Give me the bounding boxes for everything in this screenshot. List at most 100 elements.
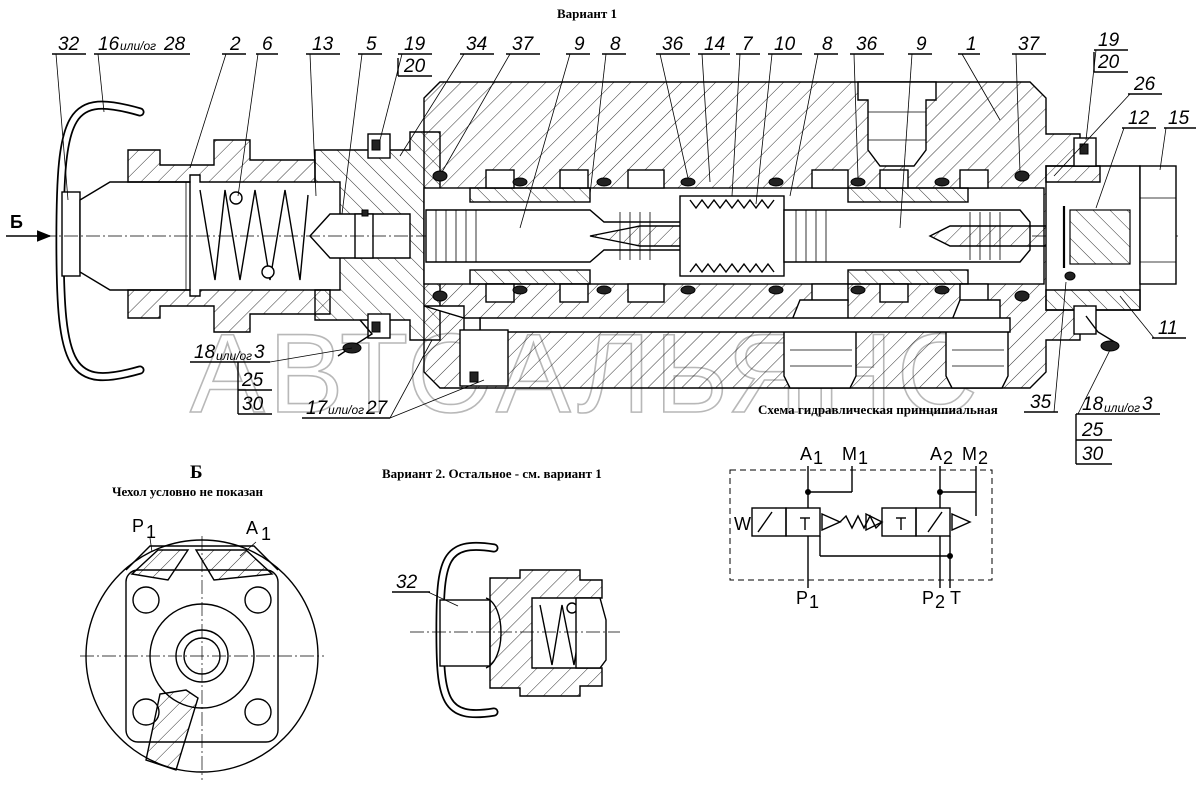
callout-30-left: 30 bbox=[242, 394, 264, 415]
housing-2-bottom bbox=[127, 289, 331, 333]
cap-32 bbox=[61, 191, 81, 277]
view-b-port-p1: P bbox=[132, 516, 144, 536]
callout-10: 10 bbox=[774, 34, 796, 55]
callout-6: 6 bbox=[262, 34, 273, 55]
top-port-boss bbox=[857, 81, 937, 167]
callout-8-right: 8 bbox=[822, 34, 833, 55]
port-a2: A bbox=[930, 444, 942, 464]
svg-text:2: 2 bbox=[978, 448, 988, 468]
callout-9-right: 9 bbox=[916, 34, 927, 55]
svg-text:2: 2 bbox=[943, 448, 953, 468]
port-p2: P bbox=[922, 588, 934, 608]
valve-1-box-b bbox=[785, 507, 821, 537]
sleeve-8-right bbox=[847, 187, 969, 203]
callout-11: 11 bbox=[1158, 318, 1178, 339]
callout-28: 28 bbox=[163, 34, 186, 55]
view-b-seal-wire bbox=[145, 689, 199, 771]
right-callout-stack: 18 или/ог 3 25 30 bbox=[1075, 349, 1160, 465]
callout-18-left: 18 bbox=[194, 342, 216, 363]
svg-text:1: 1 bbox=[146, 522, 156, 542]
main-section-view: Б bbox=[6, 81, 1180, 389]
callout-3-right: 3 bbox=[1142, 394, 1153, 415]
callout-2: 2 bbox=[229, 34, 241, 55]
view-b-flange bbox=[125, 569, 279, 743]
callout-7: 7 bbox=[742, 34, 754, 55]
callout-17: 17 bbox=[306, 398, 329, 419]
valve-2-box-b bbox=[915, 507, 951, 537]
variant2-cap-32 bbox=[439, 599, 491, 667]
variant-2-view: 32 bbox=[392, 541, 620, 719]
callout-32: 32 bbox=[58, 34, 80, 55]
svg-text:1: 1 bbox=[809, 592, 819, 612]
callout-36-left: 36 bbox=[662, 34, 684, 55]
spring-12 bbox=[1069, 209, 1131, 265]
callout-37-right: 37 bbox=[1018, 34, 1041, 55]
valve-1-box-a bbox=[751, 507, 787, 537]
callout-25-left: 25 bbox=[241, 370, 264, 391]
callout-12: 12 bbox=[1128, 108, 1150, 129]
plug-15 bbox=[1139, 165, 1177, 285]
callout-36-right: 36 bbox=[856, 34, 878, 55]
schematic-spring bbox=[839, 514, 883, 530]
port-a1: A bbox=[800, 444, 812, 464]
hydraulic-schematic: A 1 M 1 A 2 M 2 W P 1 P 2 T bbox=[729, 444, 993, 612]
callout-13: 13 bbox=[312, 34, 334, 55]
variant1-heading: Вариант 1 bbox=[557, 6, 617, 21]
view-b-letter: Б bbox=[190, 462, 203, 483]
spring-10 bbox=[689, 198, 775, 210]
port-t: T bbox=[950, 588, 961, 608]
view-b-port-a1: A bbox=[246, 518, 258, 538]
callout-15: 15 bbox=[1168, 108, 1190, 129]
bottom-port-left bbox=[783, 299, 857, 389]
callout-3-left: 3 bbox=[254, 342, 265, 363]
svg-text:2: 2 bbox=[935, 592, 945, 612]
callout-19-left: 19 bbox=[404, 34, 426, 55]
housing-2-top bbox=[127, 139, 316, 183]
callout-35: 35 bbox=[1030, 392, 1052, 413]
callout-16-suffix: или/ог bbox=[120, 39, 156, 53]
drain-channel bbox=[479, 317, 1011, 333]
callout-17-suffix: или/ог bbox=[328, 403, 364, 417]
callout-5: 5 bbox=[366, 34, 377, 55]
bore-grooves bbox=[485, 169, 989, 303]
sleeve-8-left bbox=[469, 187, 591, 203]
callout-30-right: 30 bbox=[1082, 444, 1104, 465]
callout-9-left: 9 bbox=[574, 34, 585, 55]
seal-wire-left bbox=[337, 319, 374, 357]
variant2-housing bbox=[489, 569, 603, 697]
bottom-port-right bbox=[945, 299, 1009, 389]
section-arrow-label: Б bbox=[10, 212, 23, 232]
callout-26: 26 bbox=[1133, 74, 1156, 95]
seal-wire-right bbox=[1085, 315, 1119, 345]
callout-8-left: 8 bbox=[610, 34, 621, 55]
variant2-heading: Вариант 2. Остальное - см. вариант 1 bbox=[382, 466, 602, 481]
callout-25-right: 25 bbox=[1081, 420, 1104, 441]
callout-18-left-suffix: или/ог bbox=[216, 349, 252, 363]
view-b: P 1 A 1 bbox=[80, 516, 324, 780]
variant2-callout-32: 32 bbox=[396, 572, 418, 593]
port-w: W bbox=[734, 514, 751, 534]
callout-20-right: 20 bbox=[1097, 52, 1120, 73]
callout-18-right: 18 bbox=[1082, 394, 1104, 415]
callout-27: 27 bbox=[365, 398, 389, 419]
schema-title: Схема гидравлическая принципиальная bbox=[758, 402, 998, 417]
spring-6 bbox=[199, 189, 309, 281]
plug-17 bbox=[459, 329, 509, 387]
o-rings bbox=[432, 170, 1030, 302]
callout-18-right-suffix: или/ог bbox=[1104, 401, 1140, 415]
callouts: 32 16 или/ог 28 2 6 13 5 19 20 34 37 9 8 bbox=[52, 30, 1196, 413]
callout-37-left: 37 bbox=[512, 34, 535, 55]
center-housing-7 bbox=[679, 195, 785, 277]
svg-text:1: 1 bbox=[261, 524, 271, 544]
valve-2-box-a bbox=[881, 507, 917, 537]
view-b-caption: Чехол условно не показан bbox=[112, 484, 264, 499]
callout-20-left: 20 bbox=[403, 56, 426, 77]
callout-1: 1 bbox=[966, 34, 977, 55]
svg-text:1: 1 bbox=[858, 448, 868, 468]
spool-9-right bbox=[783, 209, 1031, 263]
port-m2: M bbox=[962, 444, 977, 464]
port-m1: M bbox=[842, 444, 857, 464]
callout-19-right: 19 bbox=[1098, 30, 1120, 51]
callout-16: 16 bbox=[98, 34, 120, 55]
